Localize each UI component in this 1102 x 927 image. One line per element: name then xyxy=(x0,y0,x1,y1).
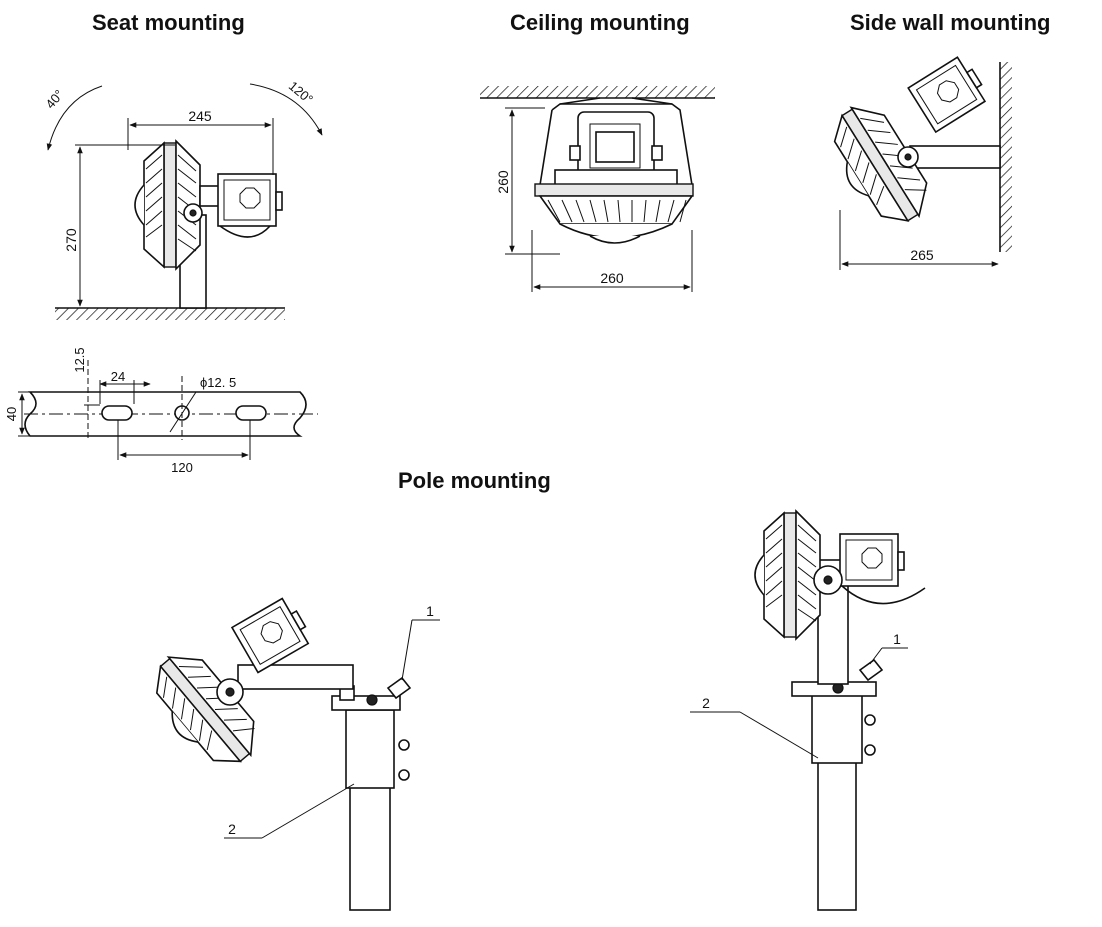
dim-side-wall-width: 265 xyxy=(910,247,934,263)
callout-pole-left-1: 1 xyxy=(426,603,434,619)
pole-mounting-right-drawing xyxy=(690,510,926,911)
dim-ceiling-height: 260 xyxy=(495,170,511,194)
ceiling-mounting-drawing xyxy=(480,86,715,292)
title-seat-mounting: Seat mounting xyxy=(92,10,245,35)
dim-seat-angle-right: 120° xyxy=(286,78,316,107)
title-ceiling-mounting: Ceiling mounting xyxy=(510,10,690,35)
pole-mounting-left-drawing xyxy=(136,594,440,911)
dim-bracket-height: 40 xyxy=(4,407,19,421)
dim-bracket-hole: ϕ12. 5 xyxy=(200,375,236,390)
title-pole-mounting: Pole mounting xyxy=(398,468,551,493)
side-wall-mounting-drawing xyxy=(815,53,1012,270)
callout-pole-left-2: 2 xyxy=(228,821,236,837)
bracket-plate-drawing xyxy=(18,360,318,460)
dim-bracket-edge: 12.5 xyxy=(72,347,87,372)
dim-seat-angle-left: 40° xyxy=(42,87,66,112)
dim-bracket-spacing: 120 xyxy=(171,460,193,475)
dim-seat-width: 245 xyxy=(188,108,212,124)
callout-pole-right-1: 1 xyxy=(893,631,901,647)
callout-pole-right-2: 2 xyxy=(702,695,710,711)
dim-seat-height: 270 xyxy=(63,228,79,252)
title-side-wall-mounting: Side wall mounting xyxy=(850,10,1051,35)
dim-ceiling-width: 260 xyxy=(600,270,624,286)
seat-mounting-drawing xyxy=(46,83,323,320)
dim-bracket-slot: 24 xyxy=(111,369,125,384)
